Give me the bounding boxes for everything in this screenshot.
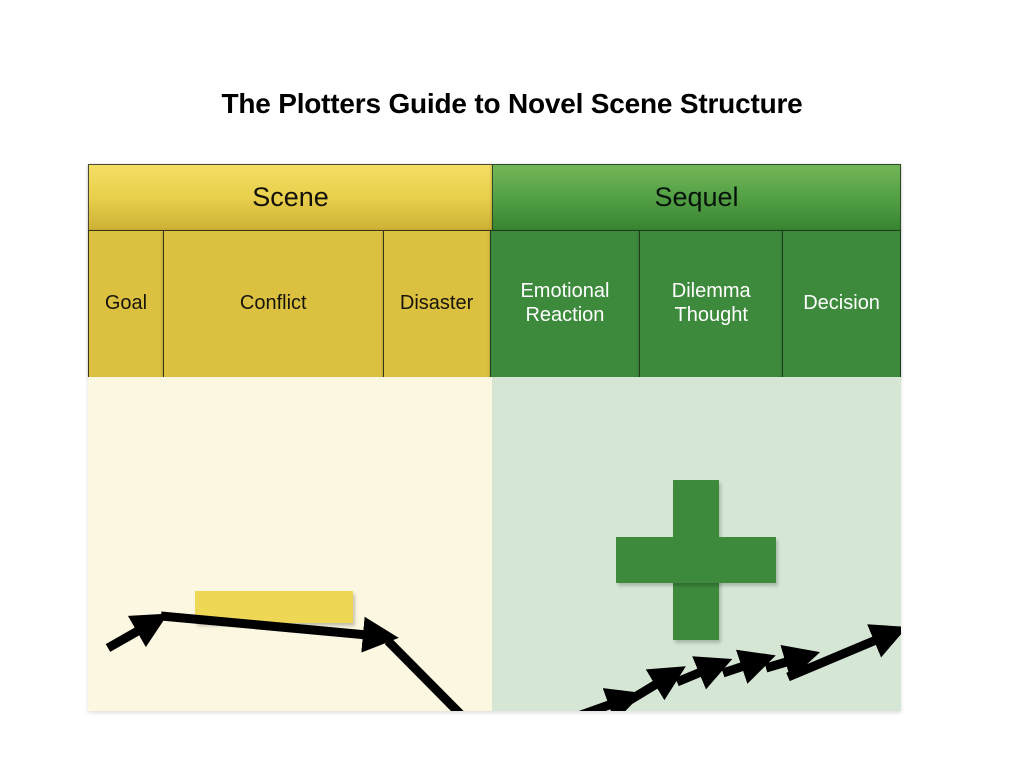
stage-cell-decision: Decision — [782, 230, 902, 378]
plus-symbol-horizontal-bar — [616, 537, 776, 583]
page-title: The Plotters Guide to Novel Scene Struct… — [221, 88, 803, 119]
scene-structure-diagram: Scene Sequel Goal Conflict Disaster Emot… — [88, 164, 902, 711]
stage-cell-conflict: Conflict — [162, 230, 384, 378]
section-header-row: Scene Sequel — [88, 164, 901, 231]
stage-cell-goal: Goal — [88, 230, 164, 378]
panel-row — [88, 377, 901, 711]
section-header-scene: Scene — [88, 164, 492, 231]
stage-cell-disaster: Disaster — [382, 230, 491, 378]
section-header-sequel: Sequel — [492, 164, 901, 231]
panel-scene — [88, 377, 492, 711]
plus-symbol — [616, 480, 776, 640]
minus-symbol — [195, 591, 353, 623]
